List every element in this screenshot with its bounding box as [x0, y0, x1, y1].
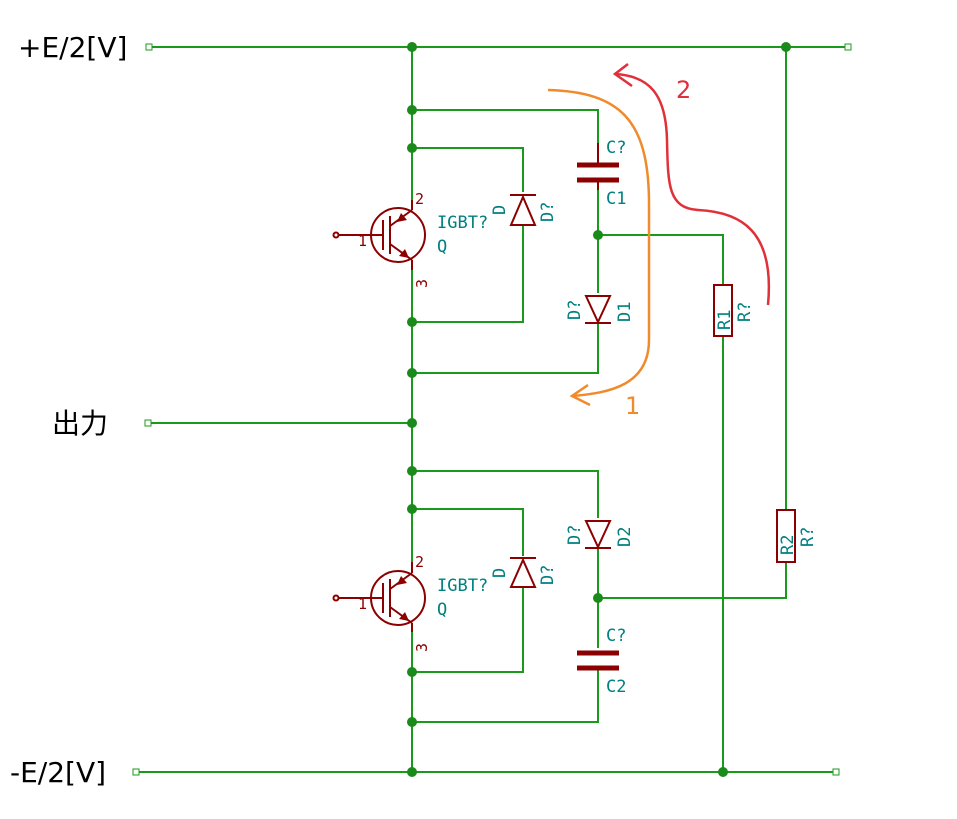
resistor-r1: R1 R?: [713, 284, 755, 337]
red-arrowhead: [612, 63, 633, 88]
r1-value: R1: [715, 310, 735, 330]
path2-label: 2: [676, 76, 691, 104]
junction-dot: [407, 466, 417, 476]
wire-to-r2: [598, 562, 787, 599]
c2-ref: C?: [606, 626, 626, 646]
capacitor-c1: C? C1: [577, 138, 626, 209]
upper-diode-value: D: [490, 205, 510, 215]
wire-lower-diode-top: [412, 508, 524, 556]
lower-igbt-ref: IGBT?: [437, 576, 488, 596]
wire-upper-diode-top: [412, 147, 524, 192]
lower-diode-ref: D?: [538, 565, 558, 585]
junction-dot: [407, 418, 417, 428]
resistor-r2: R2 R?: [776, 509, 818, 563]
gate-terminal: [332, 231, 340, 239]
upper-diode-ref: D?: [538, 202, 558, 222]
lower-igbt-pin-gate: 1: [358, 595, 367, 613]
c1-value: C1: [606, 189, 626, 209]
junction-dot: [593, 593, 603, 603]
red-curve-arrow: [614, 72, 771, 306]
junction-dot: [407, 368, 417, 378]
wires: [136, 46, 848, 773]
upper-igbt-pin-gate: 1: [358, 232, 367, 250]
wire-c2-bottom: [412, 668, 599, 723]
upper-igbt-pin-collector: 2: [415, 190, 424, 208]
terminal-output: [144, 419, 152, 427]
junctions: [407, 42, 791, 777]
upper-antiparallel-diode: D D?: [490, 194, 558, 226]
r1-ref: R?: [735, 302, 755, 322]
wire-d1-bottom: [412, 324, 599, 374]
terminal-negative-right: [832, 768, 840, 776]
path1-label: 1: [625, 392, 640, 420]
wire-lower-diode-bottom: [412, 587, 524, 673]
r2-ref: R?: [798, 527, 818, 547]
lower-igbt-pin-emitter: 3: [413, 643, 431, 652]
lower-igbt-value: Q: [437, 600, 447, 620]
diode-d2: D? D2: [565, 520, 635, 550]
c1-ref: C?: [606, 138, 626, 158]
output-label: 出力: [52, 407, 108, 440]
wire-c1-top: [412, 109, 599, 143]
orange-arrowhead: [569, 383, 591, 407]
junction-dot: [718, 767, 728, 777]
junction-dot: [781, 42, 791, 52]
diode-d1: D? D1: [565, 295, 635, 325]
upper-igbt-ref: IGBT?: [437, 213, 488, 233]
junction-dot: [407, 143, 417, 153]
junction-dot: [407, 717, 417, 727]
wire-to-r1: [598, 234, 724, 285]
lower-igbt-pin-collector: 2: [415, 553, 424, 571]
d2-value: D2: [615, 527, 635, 547]
wire-d2-top: [412, 470, 599, 518]
current-path-2: 2: [612, 63, 771, 306]
junction-dot: [407, 105, 417, 115]
d1-ref: D?: [565, 300, 585, 320]
wire-upper-diode-bottom: [412, 225, 524, 323]
lower-igbt: 1 2 3 IGBT? Q: [332, 553, 488, 652]
junction-dot: [407, 767, 417, 777]
upper-igbt-value: Q: [437, 237, 447, 257]
junction-dot: [593, 230, 603, 240]
negative-rail-label: -E/2[V]: [10, 756, 106, 789]
gate-terminal: [332, 594, 340, 602]
c2-value: C2: [606, 677, 626, 697]
r2-value: R2: [778, 535, 798, 555]
capacitor-c2: C? C2: [577, 626, 626, 697]
lower-antiparallel-diode: D D?: [490, 557, 558, 588]
junction-dot: [407, 317, 417, 327]
terminal-positive-right: [844, 43, 852, 51]
junction-dot: [407, 504, 417, 514]
d2-ref: D?: [565, 525, 585, 545]
positive-rail-label: +E/2[V]: [18, 31, 127, 64]
current-path-1: 1: [547, 88, 651, 420]
junction-dot: [407, 42, 417, 52]
terminal-negative-left: [132, 768, 140, 776]
orange-curve-arrow: [547, 88, 651, 398]
d1-value: D1: [615, 302, 635, 322]
upper-igbt: 1 2 3 IGBT? Q: [332, 190, 488, 288]
upper-igbt-pin-emitter: 3: [413, 279, 431, 288]
terminal-positive-left: [145, 43, 153, 51]
junction-dot: [407, 667, 417, 677]
lower-diode-value: D: [490, 568, 510, 578]
